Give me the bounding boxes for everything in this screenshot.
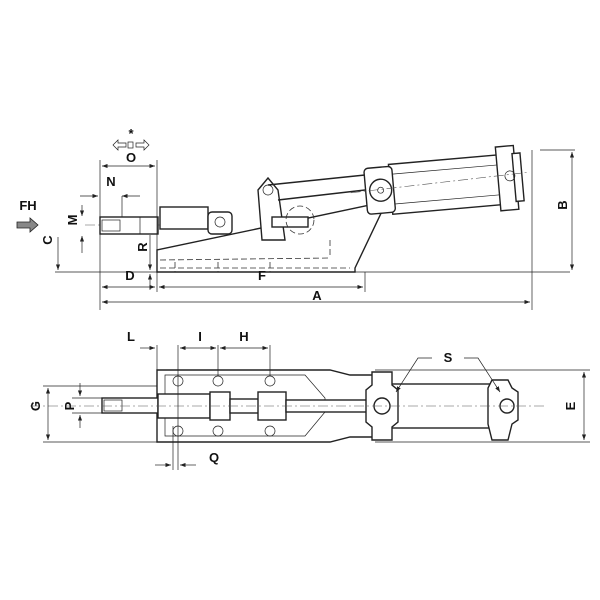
cylinder-pivot [368,178,393,202]
plunger-guide [159,206,209,230]
label-N: N [106,174,115,189]
label-I: I [198,329,202,344]
front-pivot [207,211,233,235]
label-O: O [126,150,136,165]
label-H: H [239,329,248,344]
adjust-screw [271,216,309,228]
leader-S-rear [464,357,501,393]
label-B: B [555,200,570,209]
label-D: D [125,268,134,283]
label-star: * [128,126,134,141]
label-A: A [312,288,322,303]
plunger [99,216,159,235]
direction-arrows-icon [112,139,150,151]
label-L: L [127,329,135,344]
label-F: F [258,268,266,283]
label-Q: Q [209,450,219,465]
label-FH: FH [19,198,36,213]
side-view: * O N FH M C R D F A B [16,126,575,310]
label-S: S [444,350,453,365]
label-G: G [28,401,43,411]
toggle-link [257,176,286,241]
label-E: E [563,401,578,410]
label-R: R [135,242,150,252]
label-M: M [65,215,80,226]
air-cylinder [350,144,530,216]
top-view: L I H G P Q S E [28,329,590,470]
label-P: P [62,401,77,410]
label-C: C [40,235,55,245]
plunger-thread [101,219,121,232]
leader-S-front [395,357,432,393]
force-arrow-icon [16,217,39,233]
